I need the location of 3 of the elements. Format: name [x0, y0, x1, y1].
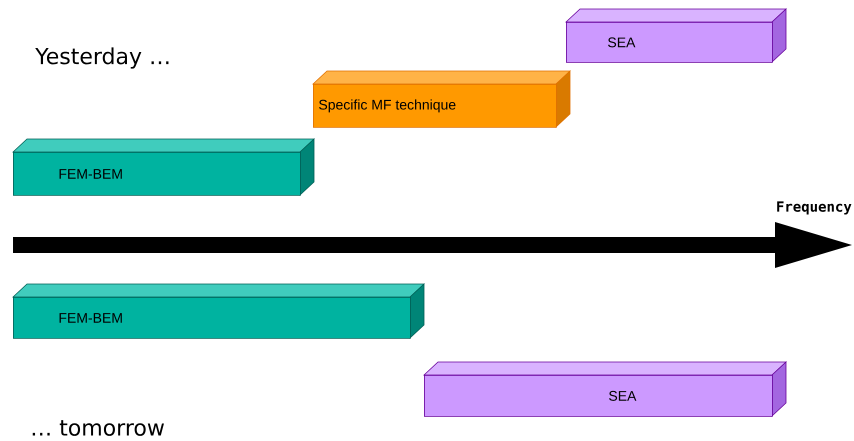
text-label: Frequency	[777, 201, 852, 215]
text-label: … tomorrow	[32, 420, 164, 436]
text-label: Yesterday …	[35, 47, 168, 69]
